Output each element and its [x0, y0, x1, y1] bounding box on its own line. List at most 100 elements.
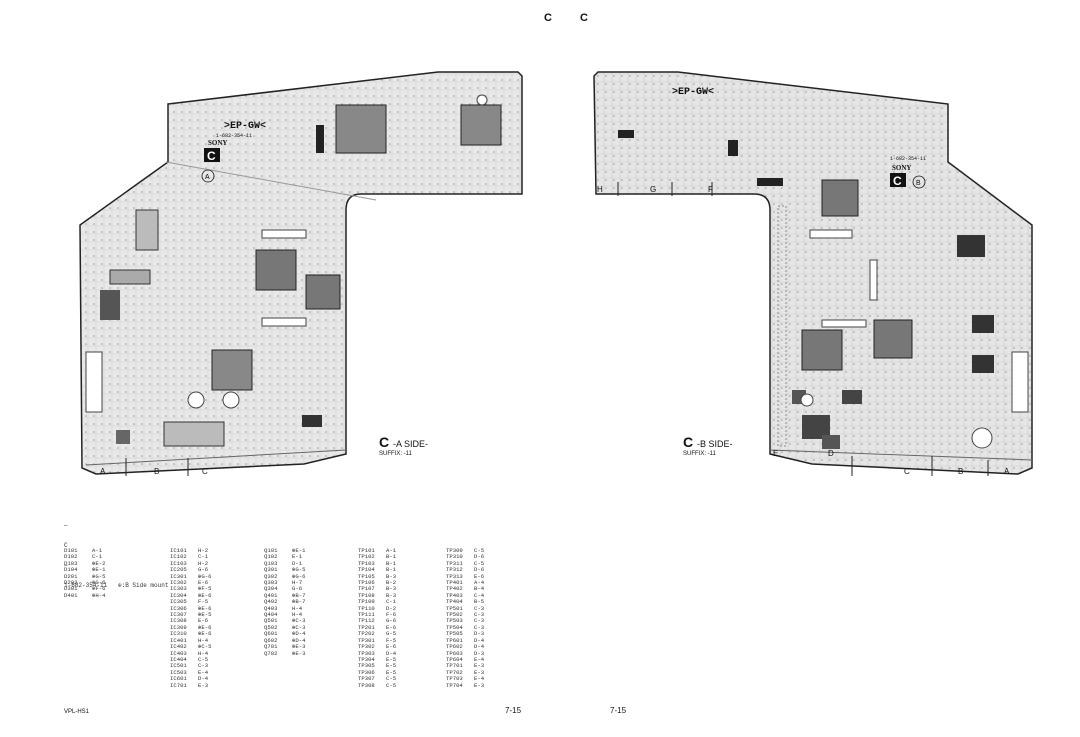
ref-designator: TP601	[446, 636, 463, 644]
ref-location: E-6	[198, 579, 209, 587]
silk-name-b: >EP-GW<	[672, 87, 714, 98]
ref-designator: TP105	[358, 572, 375, 580]
ref-row: D202 ⊕G-6	[64, 579, 106, 587]
ref-location: C-5	[386, 675, 397, 683]
ref-designator: IC306	[170, 604, 187, 612]
ref-row: Q301⊕G-5	[264, 566, 305, 573]
ref-designator: TP702	[446, 668, 463, 676]
ref-designator: Q102	[264, 553, 278, 561]
ref-location: F-5	[386, 636, 397, 644]
ref-location: B-3	[386, 572, 397, 580]
ref-designator: IC101	[170, 547, 187, 554]
ref-location: E-1	[292, 553, 303, 561]
ref-designator: Q304	[264, 585, 278, 593]
ref-designator: TP101	[358, 547, 375, 554]
ref-designator: TP603	[446, 649, 463, 657]
ref-designator: IC304	[170, 591, 187, 599]
ref-designator: Q101	[264, 547, 278, 554]
ref-designator: Q404	[264, 611, 278, 619]
ref-location: ⊕E-1	[292, 547, 306, 554]
ref-location: ⊕C-3	[292, 617, 306, 625]
ref-location: E-5	[386, 655, 397, 663]
ref-location: D-3	[474, 649, 485, 657]
ref-designator: Q103	[264, 559, 278, 567]
ref-location: C-1	[92, 553, 103, 561]
ref-location: D-6	[474, 553, 485, 561]
ref-designator: TP402	[446, 585, 463, 593]
silk-mark-b: C	[893, 174, 902, 188]
ref-row: IC205 G-6	[170, 566, 211, 574]
ref-location: G-6	[198, 566, 209, 574]
ref-location: B-5	[474, 598, 485, 606]
ref-location: G-5	[386, 630, 397, 638]
ref-location: ⊕G-5	[92, 572, 106, 580]
ref-designator: IC103	[170, 559, 187, 567]
zone-label-b-h: H	[597, 185, 603, 194]
ref-row: TP301 F-5	[358, 636, 397, 644]
board-b-title-letter: C	[683, 434, 694, 450]
ref-row: TP603 D-3	[446, 649, 485, 657]
ref-row: IC307⊕E-5	[170, 611, 211, 618]
ref-designator: TP104	[358, 566, 375, 574]
ref-row: TP101 A-1	[358, 547, 397, 554]
ref-designator: TP703	[446, 675, 463, 683]
zone-label-b-b: B	[958, 467, 963, 476]
silk-side-b: B	[916, 180, 921, 187]
board-b-title-text: -B SIDE-	[697, 439, 733, 449]
ref-location: C-4	[474, 591, 485, 599]
ref-designator: D202	[64, 579, 78, 587]
board-b-suffix: SUFFIX: -11	[683, 451, 716, 457]
ref-location: ⊕G-6	[92, 579, 106, 587]
ref-location: D-4	[386, 649, 397, 657]
ref-designator: Q302	[264, 572, 278, 580]
ref-designator: IC205	[170, 566, 187, 574]
ref-designator: TP301	[358, 636, 375, 644]
ref-location: C-5	[386, 681, 397, 689]
ref-designator: IC601	[170, 675, 187, 683]
ref-designator: Q501	[264, 617, 278, 625]
ref-designator: TP108	[358, 591, 375, 599]
ref-row: IC301⊕G-6	[170, 573, 211, 580]
ref-designator: TP401	[446, 579, 463, 587]
ref-location: C-3	[474, 611, 485, 619]
ref-location: ⊕E-6	[198, 591, 212, 599]
ref-location: D-4	[474, 636, 485, 644]
ref-designator: TP404	[446, 598, 463, 606]
zone-label-b-f: F	[708, 185, 713, 194]
ref-row: TP105 B-3	[358, 572, 397, 580]
ref-location: A-4	[474, 579, 485, 587]
ref-location: E-3	[474, 662, 485, 670]
ref-designator: Q402	[264, 598, 278, 606]
ref-designator: Q701	[264, 643, 278, 651]
ref-location: B-1	[386, 566, 397, 574]
pcb-board-a: >EP-GW< 1-682-354-11 SONY C A A B C	[79, 71, 523, 476]
ref-row: Q602⊕D-4	[264, 637, 305, 644]
ref-location: H-4	[198, 649, 209, 657]
ref-location: A-1	[386, 547, 397, 554]
ref-location: C-1	[198, 553, 209, 561]
ref-designator: TP303	[358, 649, 375, 657]
ref-designator: IC501	[170, 662, 187, 670]
ref-designator: TP311	[446, 559, 463, 567]
ref-location: ⊕C-5	[198, 643, 212, 651]
ref-row: Q502⊕C-3	[264, 624, 305, 631]
ref-designator: TP111	[358, 611, 375, 619]
